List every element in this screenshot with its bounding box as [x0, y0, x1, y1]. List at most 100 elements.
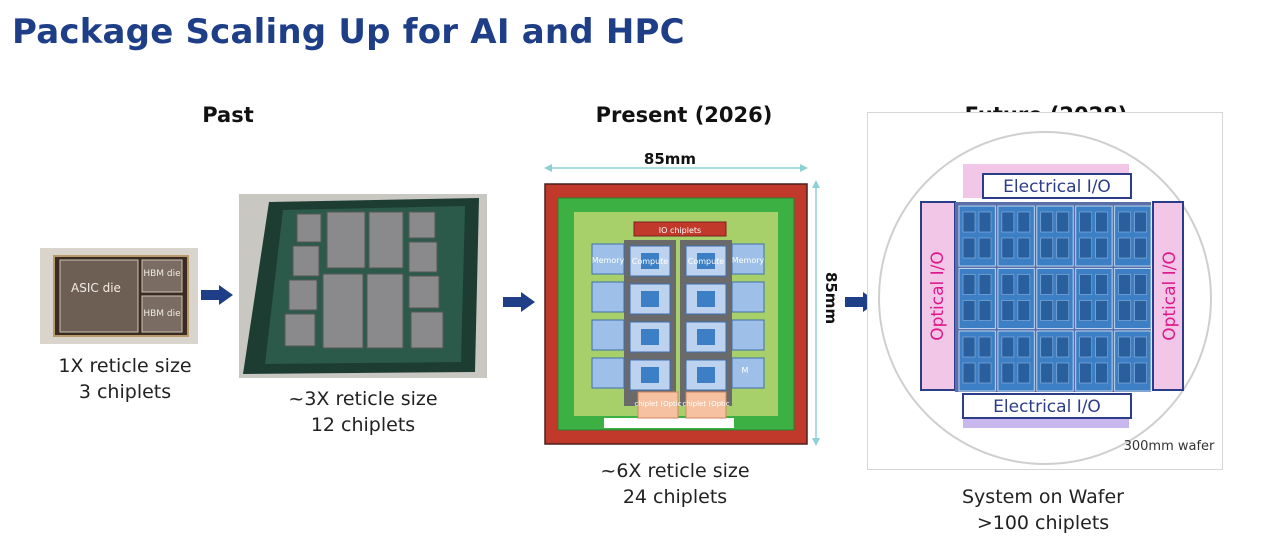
- wafer-chiplet-core: [1118, 336, 1131, 358]
- wafer-chiplet-core: [978, 362, 992, 384]
- wafer-chiplet-core: [1134, 274, 1147, 295]
- bottom-edge-strip: [604, 418, 734, 428]
- present-heading: Present (2026): [595, 103, 773, 127]
- wafer-chiplet-core: [1056, 362, 1070, 384]
- dimension-arrow-icon: [544, 164, 552, 172]
- wafer-chiplet-core: [1134, 362, 1147, 384]
- present-package-diagram: 85mm 85mm IO chiplets Memory Memory M: [544, 150, 840, 446]
- wafer-chiplet-core: [1017, 362, 1031, 384]
- hbm-die-top: [141, 259, 183, 293]
- past-heading: Past: [202, 103, 254, 127]
- optical-io-right-label: Optical I/O: [1160, 251, 1180, 341]
- compute-chiplet: [368, 211, 404, 269]
- hbm-chiplet: [408, 275, 440, 309]
- wafer-chiplet-core: [1040, 362, 1054, 384]
- compute-core: [697, 367, 715, 383]
- caption-line: 1X reticle size: [58, 355, 192, 377]
- compute-core: [641, 253, 659, 269]
- memory-block: [731, 319, 765, 351]
- wafer-chiplet-core: [1001, 237, 1015, 259]
- memory-label: Memory: [592, 256, 625, 265]
- compute-core: [697, 329, 715, 345]
- compute-core: [697, 291, 715, 307]
- wafer-chiplet-core: [1134, 237, 1147, 259]
- right-arrow-icon: [503, 292, 535, 312]
- hbm-chiplet: [296, 213, 322, 243]
- wafer-chiplet-core: [1118, 237, 1131, 259]
- wafer-chiplet-core: [962, 237, 976, 259]
- hbm-chiplet: [408, 211, 436, 239]
- wafer-chiplet-core: [1118, 211, 1131, 233]
- wafer-chiplet-core: [1056, 237, 1070, 259]
- wafer-chiplet-core: [1079, 362, 1092, 384]
- hbm-chiplet: [284, 313, 316, 347]
- io-chiplets-bar: [633, 221, 727, 237]
- compute-chiplet: [366, 273, 404, 349]
- right-arrow-icon: [201, 285, 233, 305]
- wafer-chiplet-core: [1056, 274, 1070, 295]
- wafer-chiplet-core: [1079, 237, 1092, 259]
- wafer-chiplet-core: [1079, 211, 1092, 233]
- wafer-chiplet-core: [1079, 300, 1092, 321]
- wafer-chiplet-core: [1134, 336, 1147, 358]
- chiplet-array: [284, 211, 444, 349]
- electrical-io-bottom-label: Electrical I/O: [993, 397, 1101, 417]
- optic-chiplet: [637, 391, 679, 419]
- memory-block: [731, 281, 765, 313]
- wafer-chiplet-core: [1017, 237, 1031, 259]
- reticle-1x-package-image: ASIC die HBM die HBM die: [40, 248, 198, 344]
- compute-core: [641, 367, 659, 383]
- wafer-chiplet-core: [1118, 300, 1131, 321]
- wafer-chiplet-core: [978, 300, 992, 321]
- reticle-3x-caption: ~3X reticle size 12 chiplets: [268, 386, 458, 438]
- wafer-chiplet-core: [1056, 300, 1070, 321]
- wafer-chiplet-core: [1001, 362, 1015, 384]
- memory-block: [591, 281, 625, 313]
- wafer-chiplet-core: [1040, 336, 1054, 358]
- memory-block: [731, 243, 765, 275]
- hbm-chiplet: [288, 279, 318, 311]
- wafer-chiplet-core: [962, 336, 976, 358]
- reticle-1x-caption: 1X reticle size 3 chiplets: [30, 353, 220, 405]
- wafer-chiplet-core: [1079, 274, 1092, 295]
- wafer-chiplet-core: [1056, 336, 1070, 358]
- page-title: Package Scaling Up for AI and HPC: [12, 12, 685, 52]
- wafer-chiplet-core: [978, 211, 992, 233]
- memory-block: [731, 357, 765, 389]
- memory-block: [591, 357, 625, 389]
- hbm-die-bottom: [141, 295, 183, 333]
- wafer-chiplet-core: [1017, 211, 1031, 233]
- wafer-chiplet-array: [955, 202, 1152, 392]
- compute-label: Compute: [688, 257, 725, 266]
- compute-chiplet: [322, 273, 364, 349]
- wafer-chiplet-core: [978, 274, 992, 295]
- optic-chiplet: [685, 391, 727, 419]
- wafer-chiplet-core: [1040, 211, 1054, 233]
- compute-core: [641, 291, 659, 307]
- electrical-io-top: [982, 173, 1132, 199]
- wafer-chiplet-core: [962, 274, 976, 295]
- height-dimension-label: 85mm: [822, 272, 840, 324]
- hbm-die-label-2: HBM die: [143, 309, 181, 319]
- wafer-chiplet-core: [1017, 300, 1031, 321]
- wafer-chiplet-core: [1118, 274, 1131, 295]
- width-dimension-label: 85mm: [644, 150, 696, 168]
- wafer-chiplet-core: [978, 237, 992, 259]
- wafer-chiplet-core: [1079, 336, 1092, 358]
- io-chiplets-label: IO chiplets: [659, 226, 701, 235]
- dimension-arrow-icon: [812, 438, 820, 446]
- system-on-wafer-diagram: Electrical I/O Electrical I/O Optical I/…: [867, 112, 1223, 470]
- optic-chiplet-label: chiplet (Optic: [682, 400, 729, 408]
- wafer-chiplet-core: [1118, 362, 1131, 384]
- wafer-chiplet-core: [1040, 300, 1054, 321]
- wafer-chiplet-core: [1040, 274, 1054, 295]
- wafer-chiplet-core: [1095, 211, 1108, 233]
- caption-line: System on Wafer: [961, 486, 1124, 508]
- wafer-chiplet-core: [1134, 300, 1147, 321]
- wafer-chiplet-core: [1095, 362, 1108, 384]
- wafer-chiplet-core: [962, 300, 976, 321]
- dimension-arrow-icon: [812, 180, 820, 188]
- compute-chiplet: [326, 211, 366, 269]
- compute-tiles: [629, 245, 727, 391]
- caption-line: ~6X reticle size: [600, 460, 750, 482]
